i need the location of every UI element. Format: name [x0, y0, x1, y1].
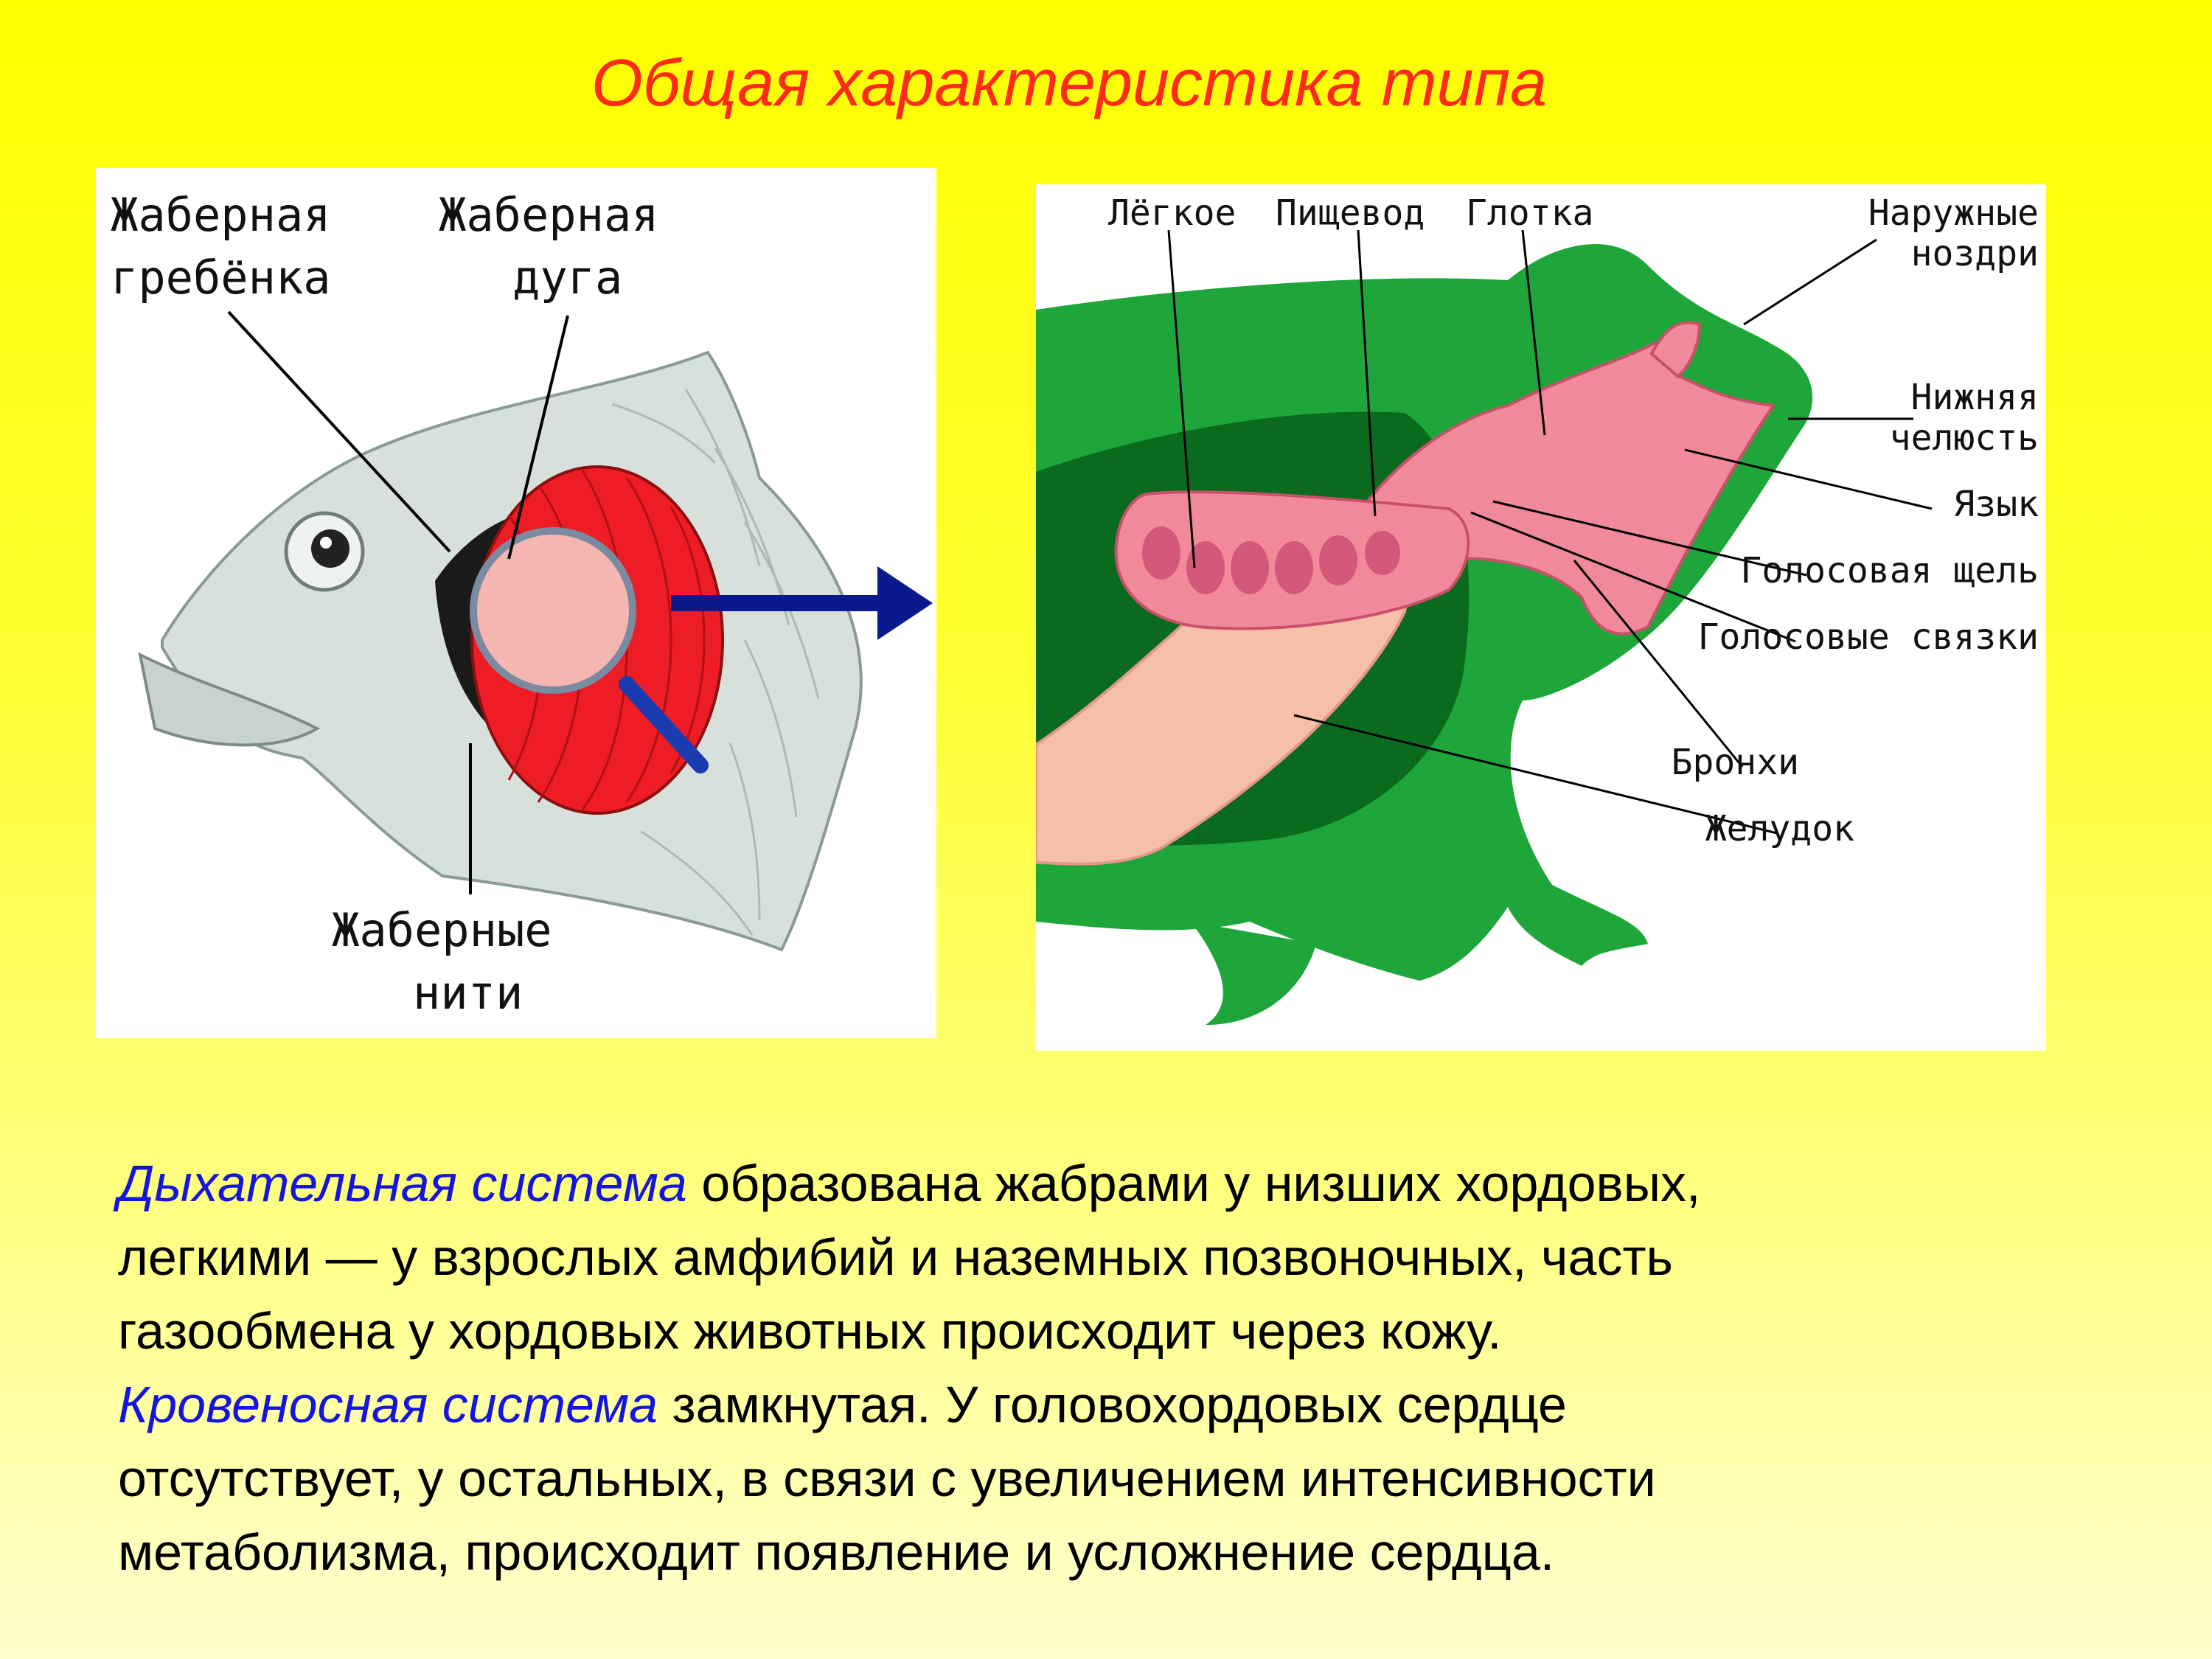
body-text: Дыхательная система образована жабрами у… — [118, 1147, 2153, 1589]
paragraph-respiratory: Дыхательная система образована жабрами у… — [118, 1147, 2153, 1368]
label-pharynx: Глотка — [1466, 192, 1593, 234]
magnifier-handle — [619, 676, 709, 773]
label-tongue: Язык — [1953, 484, 2039, 525]
magnifier-lens — [470, 527, 636, 694]
label-lung: Лёгкое — [1108, 192, 1236, 234]
nostrils — [1649, 321, 1702, 378]
frog-leg — [1191, 922, 1316, 1025]
respiratory-line-1: образована жабрами у низших хордовых, — [686, 1155, 1701, 1212]
circulatory-line-2: отсутствует, у остальных, в связи с увел… — [118, 1450, 1656, 1507]
arrow-icon — [877, 566, 933, 640]
fish-jaw — [138, 652, 321, 747]
label-nostrils-1: Наружные — [1868, 192, 2039, 234]
circulatory-line-1: замкнутая. У головохордовых сердце — [658, 1376, 1567, 1433]
label-esophagus: Пищевод — [1276, 192, 1425, 234]
term-circulatory: Кровеносная система — [118, 1376, 658, 1433]
label-gill-filaments-1: Жаберные — [332, 903, 552, 957]
label-lower-jaw-1: Нижняя — [1911, 377, 2039, 418]
label-vocal-cords: Голосовые связки — [1698, 616, 2039, 658]
label-gill-rakers-2: гребёнка — [111, 251, 331, 305]
paragraph-circulatory: Кровеносная система замкнутая. У головох… — [118, 1368, 2153, 1589]
label-glottis: Голосовая щель — [1740, 550, 2039, 591]
label-gill-arch-2: дуга — [512, 251, 622, 305]
lung-alveoli — [1142, 526, 1400, 594]
respiratory-line-2: легкими — у взрослых амфибий и наземных … — [118, 1228, 1673, 1286]
frog-respiratory-diagram: Лёгкое Пищевод Глотка Наружные ноздри Ни… — [1036, 184, 2046, 1051]
label-stomach: Желудок — [1705, 808, 1854, 849]
fish-gill-diagram: Жаберная гребёнка Жаберная дуга Жаберные… — [96, 168, 936, 1038]
slide-title: Общая характеристика типа — [591, 46, 1548, 120]
label-nostrils-2: ноздри — [1911, 233, 2039, 274]
label-bronchi: Бронхи — [1672, 742, 1799, 783]
respiratory-line-3: газообмена у хордовых животных происходи… — [118, 1302, 1502, 1360]
circulatory-line-3: метаболизма, происходит появление и усло… — [118, 1523, 1555, 1581]
label-gill-filaments-2: нити — [413, 966, 523, 1020]
pharynx — [1343, 341, 1776, 636]
term-respiratory: Дыхательная система — [118, 1155, 687, 1212]
label-lower-jaw-2: челюсть — [1890, 417, 2039, 459]
label-gill-rakers-1: Жаберная — [111, 188, 331, 242]
label-gill-arch-1: Жаберная — [439, 188, 659, 242]
